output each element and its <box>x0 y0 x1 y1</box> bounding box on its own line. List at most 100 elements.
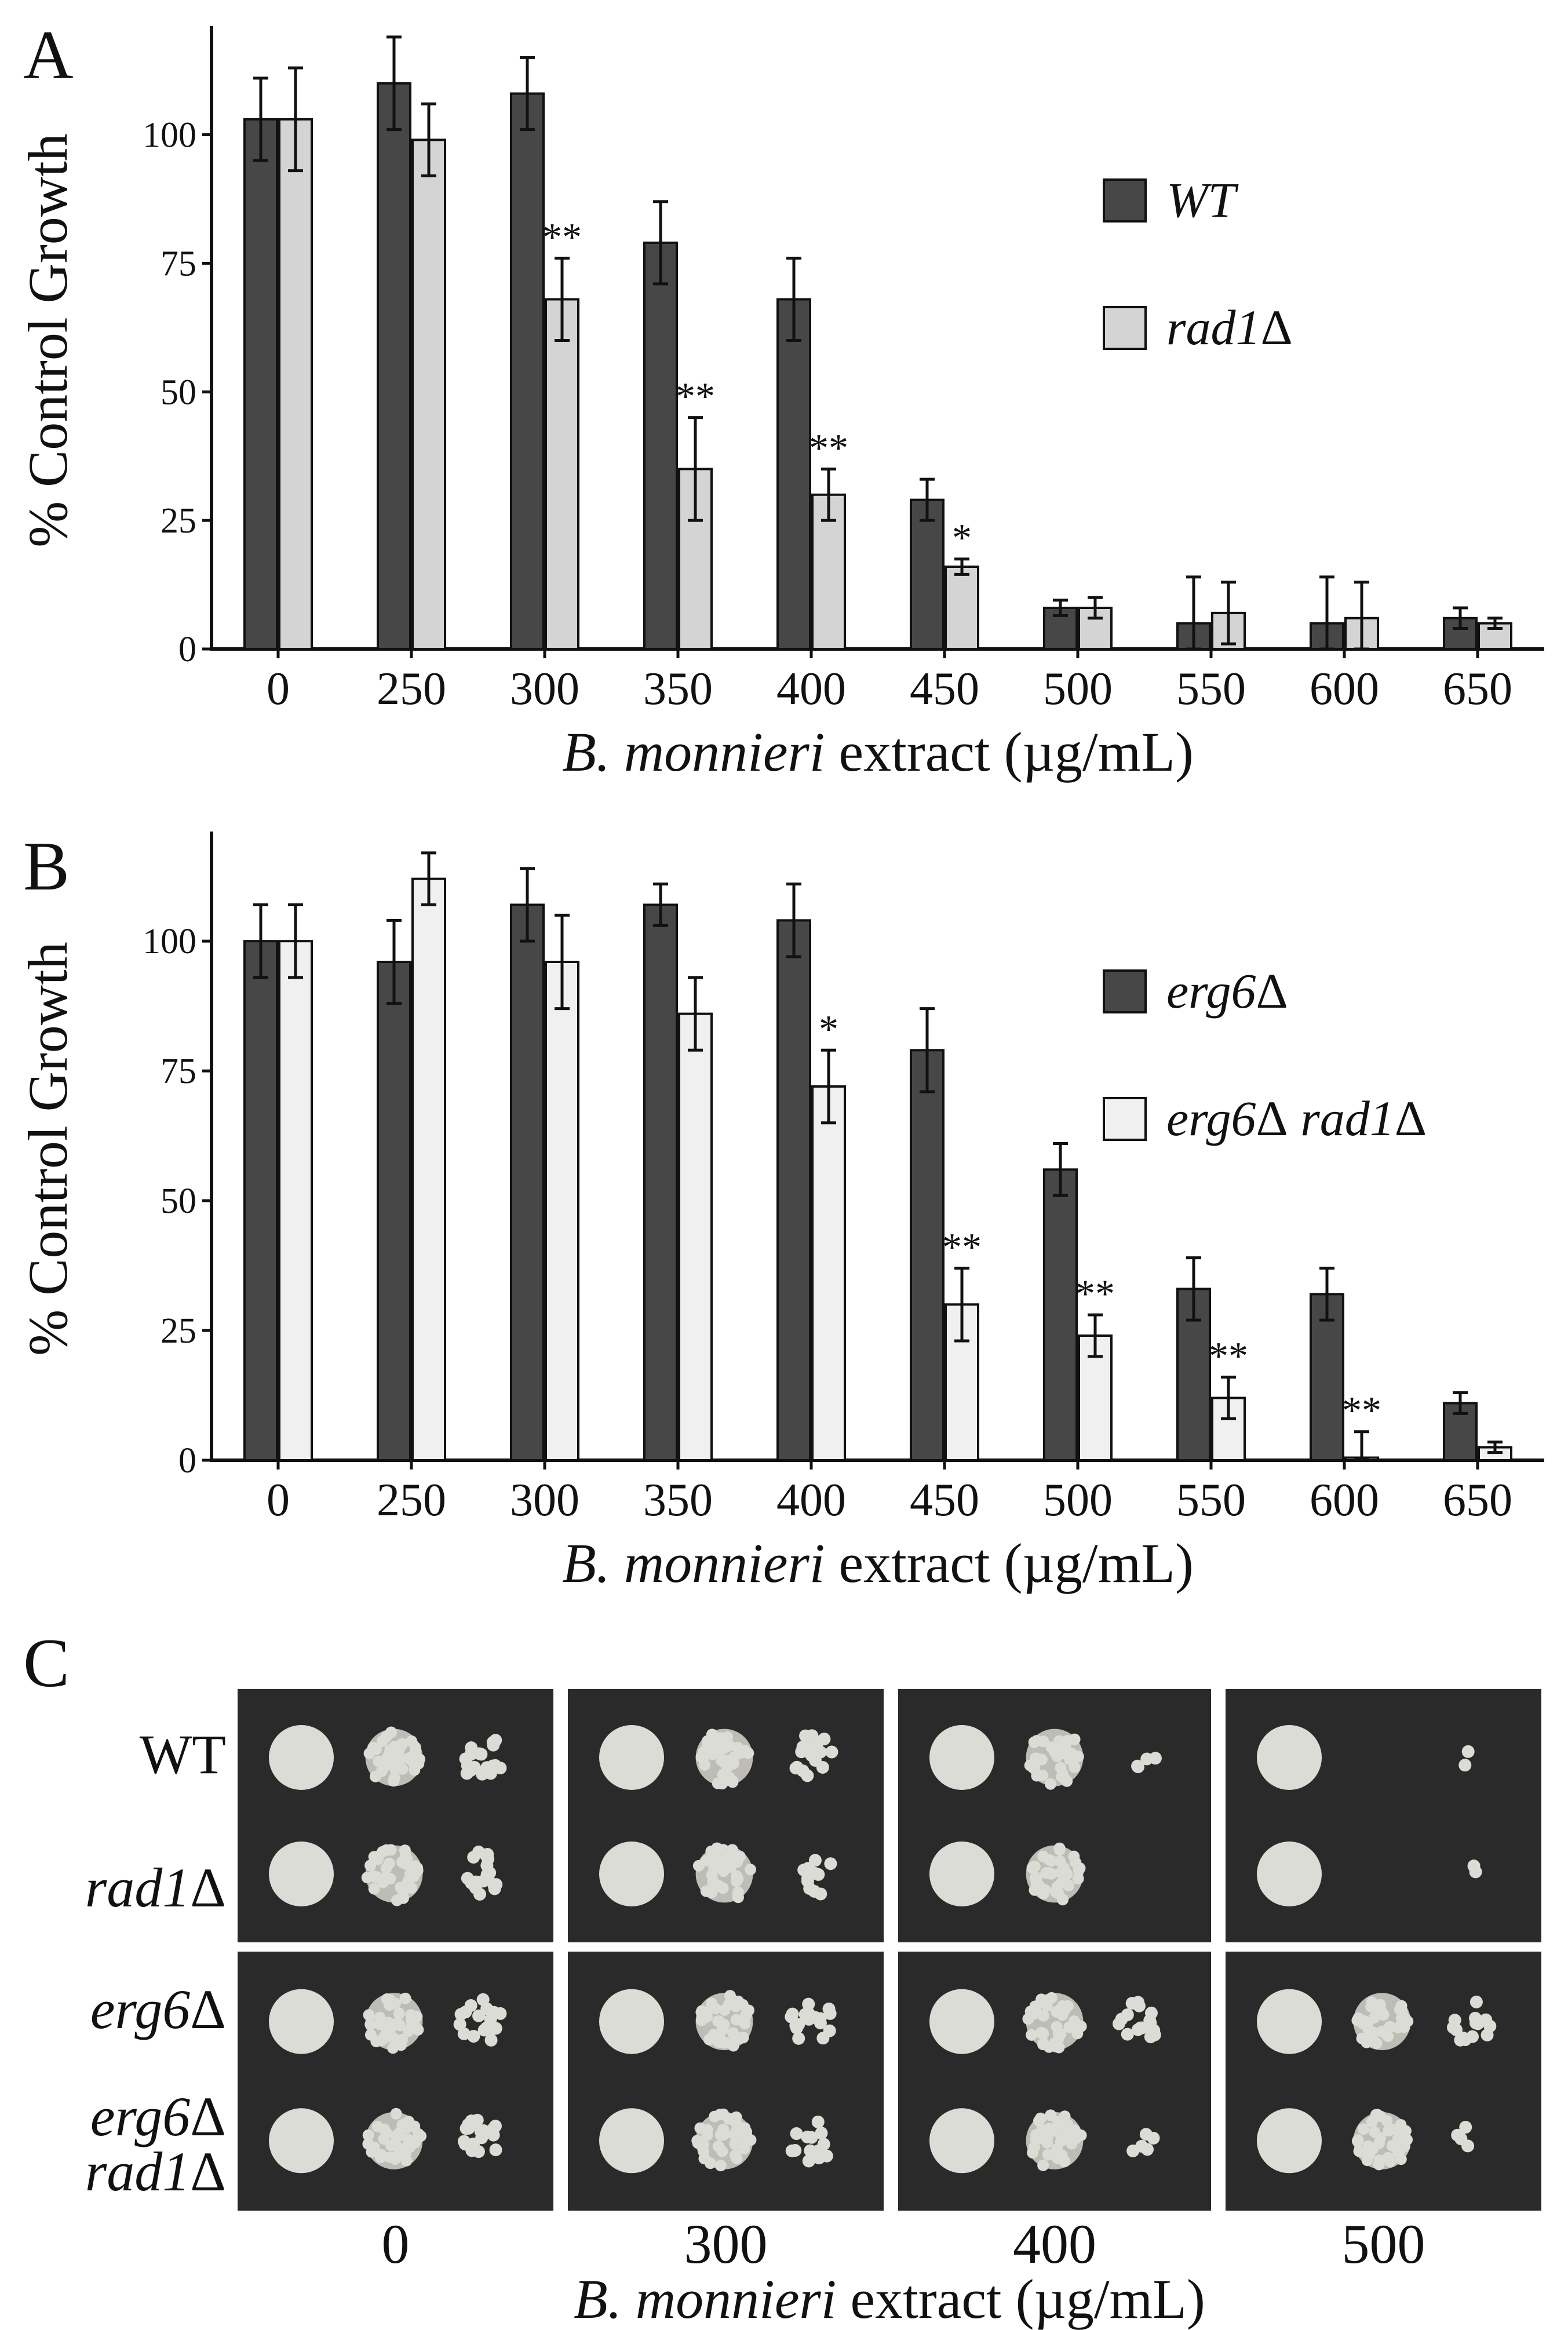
colony <box>1033 2115 1045 2127</box>
colony <box>489 2143 502 2157</box>
colony-cluster <box>695 1990 754 2052</box>
legend-swatch-series-2 <box>1103 306 1147 350</box>
colony <box>814 2012 827 2025</box>
significance-mark: ** <box>1209 1334 1248 1378</box>
colony <box>1395 2000 1407 2012</box>
colony <box>476 1993 490 2006</box>
x-tick-label: 450 <box>910 663 979 714</box>
colony <box>792 2032 805 2045</box>
colony-cluster <box>1451 2121 1475 2153</box>
x-tick-label: 400 <box>776 1475 846 1526</box>
colony <box>399 1992 411 2004</box>
colony <box>1459 2121 1472 2134</box>
x-tick-label: 250 <box>377 663 446 714</box>
colony <box>1045 1992 1058 2004</box>
colony <box>730 2111 742 2123</box>
colony <box>1121 2028 1134 2041</box>
colony <box>724 1990 736 2002</box>
colony <box>1058 2004 1070 2017</box>
colony <box>1029 1861 1041 1873</box>
colony <box>1044 1868 1056 1880</box>
legend-label-series-1: erg6Δ <box>1166 963 1288 1019</box>
colony-cluster <box>785 1997 837 2045</box>
agar-plate-image <box>1226 1952 1541 2211</box>
colony <box>392 2017 404 2029</box>
concentration-label: 0 <box>382 2213 410 2275</box>
y-tick-label: 75 <box>161 244 196 283</box>
colony <box>804 1741 817 1754</box>
bar-series-1 <box>776 298 811 650</box>
colony <box>480 2021 493 2034</box>
colony <box>1045 2109 1057 2121</box>
colony <box>385 1726 398 1738</box>
y-tick-label: 0 <box>178 1441 196 1481</box>
colony <box>1061 1868 1073 1880</box>
colony <box>389 1762 401 1774</box>
colony <box>393 2007 405 2019</box>
colony <box>1062 2118 1074 2131</box>
colony <box>378 2123 391 2135</box>
x-tick-label: 350 <box>643 1475 713 1526</box>
colony <box>790 2021 803 2034</box>
colony <box>1026 2029 1038 2041</box>
colony <box>706 1869 718 1881</box>
colony <box>373 1755 385 1767</box>
colony <box>402 1875 414 1887</box>
colony <box>1037 1769 1049 1781</box>
bar-series-2 <box>411 877 446 1461</box>
x-tick-label: 600 <box>1310 1475 1379 1526</box>
colony-spot <box>269 1842 334 1907</box>
colony-cluster <box>1458 1745 1475 1772</box>
colony <box>712 2015 724 2027</box>
x-tick-label: 300 <box>510 663 579 714</box>
bar-series-1 <box>910 498 945 650</box>
colony <box>368 1851 380 1863</box>
colony-spot <box>599 1989 664 2054</box>
colony <box>1467 1859 1481 1873</box>
colony <box>701 1855 713 1867</box>
colony-spot <box>1257 1842 1322 1907</box>
x-tick-label: 550 <box>1176 1475 1246 1526</box>
legend-swatch-series-1 <box>1103 178 1147 223</box>
colony-cluster <box>457 2113 502 2158</box>
colony <box>473 1888 487 1901</box>
colony <box>825 1745 838 1759</box>
colony-cluster <box>1351 1993 1414 2051</box>
colony <box>1037 2159 1049 2171</box>
x-axis-title: B. monnieri extract (µg/mL) <box>562 721 1194 783</box>
colony <box>1447 2021 1460 2034</box>
colony <box>370 1743 382 1755</box>
colony <box>387 2032 399 2044</box>
colony <box>1394 2144 1406 2156</box>
colony <box>402 1752 414 1764</box>
legend-label-series-1: WT <box>1166 172 1239 228</box>
colony-cluster <box>692 1842 756 1904</box>
colony <box>1365 2001 1377 2013</box>
colony <box>698 1746 710 1758</box>
colony <box>403 2025 415 2037</box>
bar-series-2 <box>411 138 446 650</box>
colony <box>801 2130 814 2143</box>
x-tick-label: 0 <box>267 1475 290 1526</box>
colony <box>805 1729 819 1742</box>
colony <box>364 2018 377 2030</box>
colony <box>462 2121 475 2135</box>
colony <box>1030 1872 1042 1884</box>
colony <box>1052 2028 1064 2040</box>
colony-cluster <box>1113 1996 1161 2044</box>
colony <box>1469 1995 1483 2008</box>
y-tick-label: 25 <box>161 1311 196 1351</box>
colony-cluster <box>459 1734 507 1781</box>
panel-letter: B <box>23 827 70 905</box>
colony <box>1045 1778 1057 1790</box>
colony <box>1066 1748 1078 1760</box>
colony <box>387 2042 399 2054</box>
colony <box>1481 2028 1494 2041</box>
colony-spot <box>599 2108 664 2174</box>
colony <box>808 1885 821 1898</box>
colony <box>790 2127 803 2141</box>
colony-cluster <box>695 1729 754 1790</box>
colony <box>736 1745 749 1757</box>
colony <box>396 1738 409 1750</box>
